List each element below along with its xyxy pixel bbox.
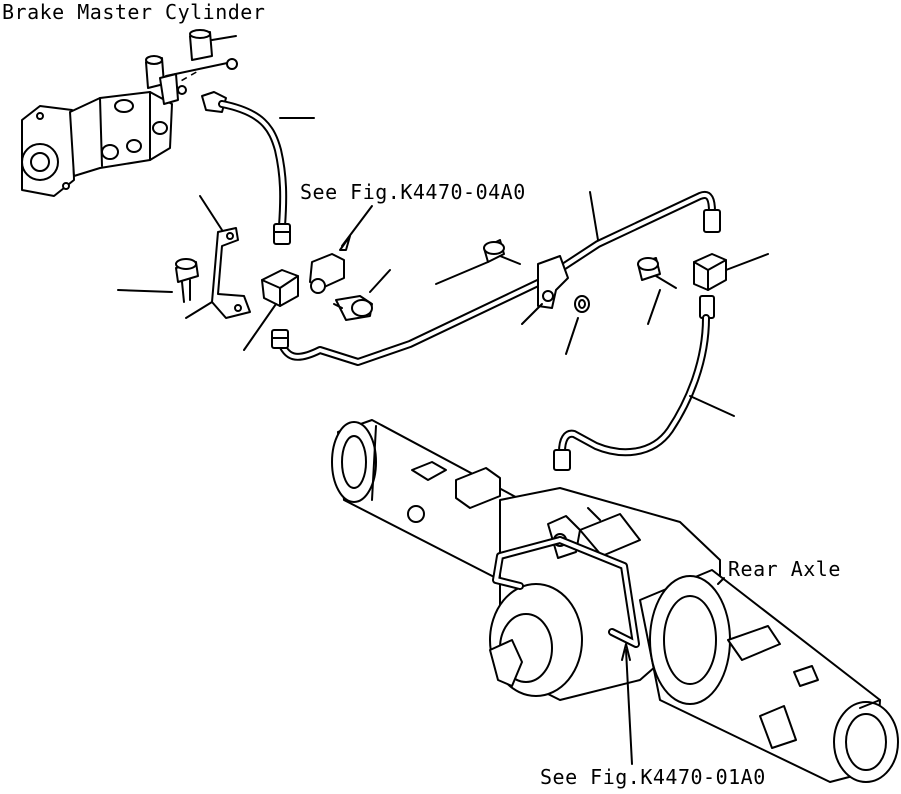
leader-see-fig-bottom — [621, 643, 633, 765]
tube-clamp — [521, 255, 569, 325]
label-see-fig-bottom: See Fig.K4470-01A0 — [540, 765, 766, 789]
bolt-right — [637, 257, 677, 325]
brake-hose-rear — [553, 314, 735, 471]
washer — [565, 295, 590, 355]
brake-hose-front — [218, 100, 315, 245]
rear-axle — [331, 419, 899, 783]
hose-bracket — [185, 195, 251, 319]
label-brake-master-cylinder: Brake Master Cylinder — [2, 0, 266, 24]
label-see-fig-top: See Fig.K4470-04A0 — [300, 180, 526, 204]
label-rear-axle: Rear Axle — [728, 557, 841, 581]
bolt-center — [333, 269, 391, 321]
junction-block-left — [243, 269, 299, 351]
brake-tube-main — [271, 191, 721, 366]
clamp-top — [309, 205, 373, 294]
brake-master-cylinder — [21, 29, 238, 197]
bolt-left — [117, 258, 199, 303]
junction-block-right — [693, 253, 769, 319]
bolt-pipe-clamp — [435, 239, 521, 285]
